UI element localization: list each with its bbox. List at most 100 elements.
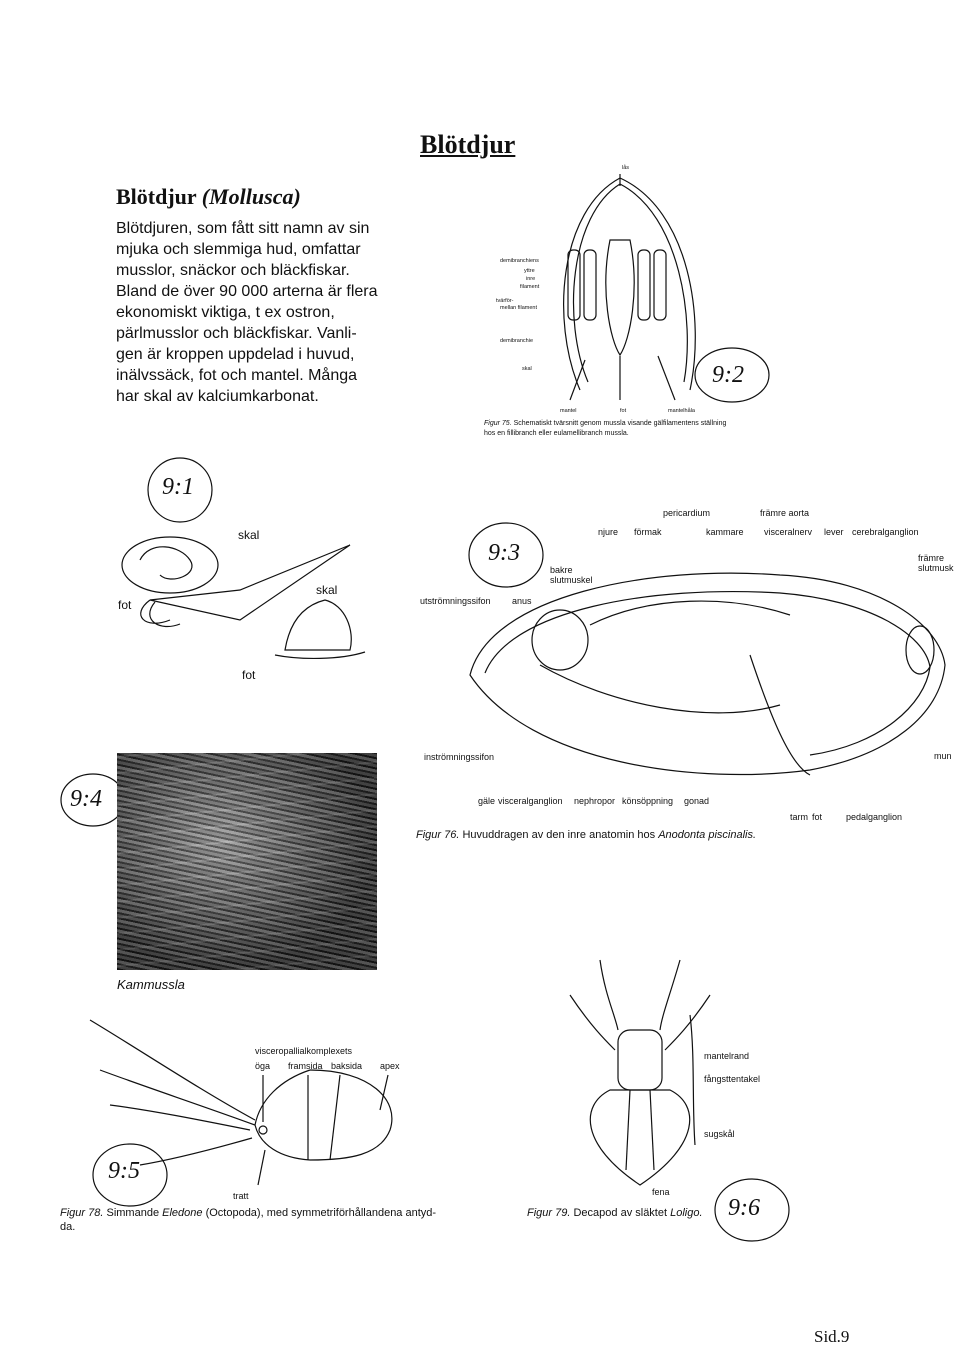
fig75-label-las: lås xyxy=(622,165,630,171)
fig75-caption-line2: hos en fillibranch eller eulamellibranch… xyxy=(484,430,629,437)
fig76-label-gale: gäle xyxy=(478,796,496,806)
fig76-label-pericardium: pericardium xyxy=(663,508,711,518)
fig75-diagram xyxy=(563,174,696,401)
fig76-label-visceralganglion: visceralganglion xyxy=(498,796,563,806)
fig76-label-konsoppning: könsöppning xyxy=(622,796,674,806)
fig78-caption-text2: (Octopoda), med symmetriförhållandena an… xyxy=(205,1207,437,1219)
fignum-9-1: 9:1 xyxy=(162,474,194,500)
fig1-label-fot-left: fot xyxy=(118,598,132,612)
fignum-circle-9-1 xyxy=(147,457,213,523)
photo-caption: Kammussla xyxy=(117,977,185,992)
fig78-diagram xyxy=(89,1019,393,1186)
fignum-circle-9-2 xyxy=(694,347,770,403)
fig79-caption: Figur 79. Decapod av släktet Loligo. xyxy=(527,1207,703,1219)
fig76-caption-species: Anodonta piscinalis. xyxy=(658,829,757,841)
fig75-label-skal: skal xyxy=(522,366,532,372)
fig76-label-tarm: tarm xyxy=(790,812,808,822)
fig76-label-gonad: gonad xyxy=(684,796,710,806)
intro-heading-latin: (Mollusca) xyxy=(201,184,301,209)
fig75-label-mantel: mantel xyxy=(560,408,577,414)
fig79-label-mantelrand: mantelrand xyxy=(704,1051,750,1061)
intro-line: inälvssäck, fot och mantel. Många xyxy=(116,367,358,384)
fig76-label-framre: främre xyxy=(918,553,945,563)
fig76-label-instromningssifon: inströmningssifon xyxy=(424,752,495,762)
fig75-caption-line1: Schematiskt tvärsnitt genom mussla visan… xyxy=(513,420,727,427)
fignum-circle-9-3 xyxy=(468,522,544,588)
fig78-label-oga: öga xyxy=(255,1061,271,1071)
fig75-label-tvarfor: tvärför- xyxy=(496,298,514,304)
fig76-label-anus: anus xyxy=(512,596,532,606)
fig75-label-demibranchie: demibranchie xyxy=(500,338,534,344)
fig75-caption: Figur 75. Schematiskt tvärsnitt genom mu… xyxy=(484,420,726,427)
fig76-label-utstromningssifon: utströmningssifon xyxy=(420,596,491,606)
fig76-label-lever: lever xyxy=(824,527,844,537)
fig78-label-tratt: tratt xyxy=(233,1191,249,1201)
fig75-label-inre: inre xyxy=(526,276,536,282)
fig76-label-formak: förmak xyxy=(634,527,662,537)
fig76-label-fot: fot xyxy=(812,812,823,822)
fig75-label-filament: filament xyxy=(520,284,540,290)
fig76-label-kammare: kammare xyxy=(706,527,744,537)
fignum-9-2: 9:2 xyxy=(712,362,744,388)
fig76-caption-label: Figur 76. xyxy=(416,829,460,841)
fig76-caption-text: Huvuddragen av den inre anatomin hos xyxy=(462,829,656,841)
fig79-caption-text: Decapod av släktet xyxy=(573,1207,668,1219)
fignum-circle-9-6 xyxy=(714,1178,790,1242)
intro-line: har skal av kalciumkarbonat. xyxy=(116,388,319,405)
fig78-caption-text1: Simmande xyxy=(106,1207,160,1219)
fig1-label-fot-bottom: fot xyxy=(242,668,256,682)
intro-paragraph: Blötdjuren, som fått sitt namn av sin mj… xyxy=(116,218,396,407)
page-number: Sid.9 xyxy=(814,1327,850,1346)
intro-line: gen är kroppen uppdelad i huvud, xyxy=(116,346,355,363)
fig76-label-bakre: bakre xyxy=(550,565,573,575)
fig75-label-mellan-filament: mellan filament xyxy=(500,305,537,311)
intro-line: musslor, snäckor och bläckfiskar. xyxy=(116,262,350,279)
intro-heading: Blötdjur (Mollusca) xyxy=(116,184,301,210)
kammussla-photo xyxy=(117,753,377,970)
fig1-label-skal-top: skal xyxy=(238,528,260,542)
fig76-label-njure: njure xyxy=(598,527,619,537)
intro-line: mjuka och slemmiga hud, omfattar xyxy=(116,241,361,258)
fig75-label-demibranchiens: demibranchiens xyxy=(500,258,539,264)
fig1-label-skal-right: skal xyxy=(316,583,338,597)
fig76-label-visceralnerv: visceralnerv xyxy=(764,527,813,537)
photo-caption-text: Kammussla xyxy=(117,977,185,992)
intro-line: pärlmusslor och bläckfiskar. Vanli- xyxy=(116,325,357,342)
fignum-9-5: 9:5 xyxy=(108,1158,140,1184)
fig76-label-framre-aorta: främre aorta xyxy=(760,508,810,518)
fig79-diagram xyxy=(569,959,711,1186)
fig75-caption-label: Figur 75. xyxy=(484,420,512,427)
fig78-label-framsida: framsida xyxy=(288,1061,323,1071)
fig78-label-baksida: baksida xyxy=(331,1061,363,1071)
fig75-label-fot: fot xyxy=(620,408,627,414)
fig75-label-yttre: yttre xyxy=(524,268,535,274)
fig78-caption: Figur 78. Simmande Eledone (Octopoda), m… xyxy=(60,1207,436,1219)
fig79-caption-label: Figur 79. xyxy=(527,1207,571,1219)
fig79-label-sugskal: sugskål xyxy=(704,1129,735,1139)
intro-line: Blötdjuren, som fått sitt namn av sin xyxy=(116,220,370,237)
intro-line: Bland de över 90 000 arterna är flera xyxy=(116,283,378,300)
fig79-caption-species: Loligo. xyxy=(670,1207,703,1219)
fignum-9-3: 9:3 xyxy=(488,540,520,566)
fig76-label-slutmusk: slutmusk xyxy=(918,563,954,573)
fig78-label-visceropallialkomplexets: visceropallialkomplexets xyxy=(255,1046,353,1056)
fig76-label-nephropor: nephropor xyxy=(574,796,616,806)
fig79-label-fena: fena xyxy=(652,1187,670,1197)
page-title: Blötdjur xyxy=(420,130,516,159)
fig76-label-mun: mun xyxy=(934,751,952,761)
intro-heading-text: Blötdjur xyxy=(116,184,197,209)
fig76-caption: Figur 76. Huvuddragen av den inre anatom… xyxy=(416,829,756,841)
fig76-label-slutmuskel: slutmuskel xyxy=(550,575,593,585)
fig78-label-apex: apex xyxy=(380,1061,400,1071)
fignum-9-6: 9:6 xyxy=(728,1195,760,1221)
fig75-label-mantelhala: mantelhåla xyxy=(668,408,695,414)
fignum-circle-9-5 xyxy=(92,1143,168,1207)
fig78-caption-label: Figur 78. xyxy=(60,1207,104,1219)
fignum-9-4: 9:4 xyxy=(70,786,102,812)
fig76-diagram xyxy=(469,572,946,776)
intro-line: ekonomiskt viktiga, t ex ostron, xyxy=(116,304,335,321)
fig76-label-cerebralganglion: cerebralganglion xyxy=(852,527,919,537)
fig78-caption-line2: da. xyxy=(60,1221,76,1233)
fig1-mollusc-drawings xyxy=(121,536,366,660)
fig78-caption-species: Eledone xyxy=(162,1207,203,1219)
